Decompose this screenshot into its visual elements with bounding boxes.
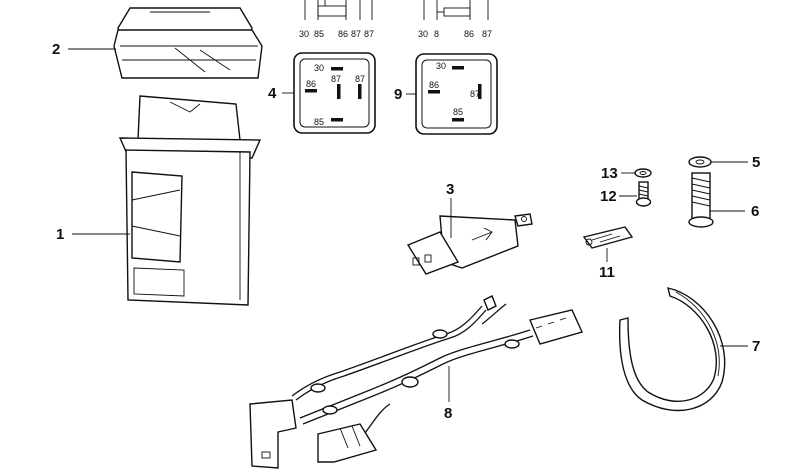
- callout-3: 3: [446, 181, 454, 198]
- svg-text:85: 85: [314, 117, 324, 127]
- part-screw-12: [635, 181, 652, 207]
- callout-11: 11: [599, 264, 615, 281]
- part-clamp-band: [618, 287, 726, 412]
- svg-text:86: 86: [306, 79, 316, 89]
- svg-text:87: 87: [364, 29, 374, 39]
- part-fuse-holder: [406, 213, 533, 275]
- svg-text:86: 86: [464, 29, 474, 39]
- svg-text:87: 87: [482, 29, 492, 39]
- svg-text:87: 87: [331, 74, 341, 84]
- part-washer-5: [688, 156, 712, 168]
- callout-13: 13: [601, 165, 618, 182]
- part-cover: [113, 7, 263, 79]
- svg-text:30: 30: [299, 29, 309, 39]
- callout-8: 8: [444, 405, 452, 422]
- callout-4: 4: [268, 85, 277, 102]
- callout-1: 1: [56, 226, 64, 243]
- svg-text:30: 30: [436, 61, 446, 71]
- callout-7: 7: [752, 338, 760, 355]
- svg-text:87: 87: [351, 29, 361, 39]
- part-rocker-switch: [118, 95, 262, 306]
- relay-9: 30 86 87 85: [415, 53, 498, 135]
- relay-pins-left: 30 85 86 87 87: [299, 29, 374, 39]
- relay-schematic-left: [304, 0, 373, 20]
- callout-6: 6: [751, 203, 759, 220]
- part-washer-13: [634, 168, 652, 178]
- callout-9: 9: [394, 86, 402, 103]
- svg-text:86: 86: [429, 80, 439, 90]
- svg-text:85: 85: [453, 107, 463, 117]
- svg-text:87: 87: [470, 89, 480, 99]
- svg-text:85: 85: [314, 29, 324, 39]
- part-bolt-6: [688, 172, 714, 228]
- part-connector-small: [582, 226, 634, 249]
- part-wiring-harness: [249, 295, 583, 469]
- svg-text:8: 8: [434, 29, 439, 39]
- svg-text:30: 30: [418, 29, 428, 39]
- callout-2: 2: [52, 41, 60, 58]
- relay-pins-right: 30 8 86 87: [418, 29, 492, 39]
- relay-4: 30 86 87 87 85: [293, 52, 376, 134]
- svg-text:86: 86: [338, 29, 348, 39]
- callout-12: 12: [600, 188, 617, 205]
- svg-text:30: 30: [314, 63, 324, 73]
- callout-5: 5: [752, 154, 760, 171]
- svg-text:87: 87: [355, 74, 365, 84]
- relay-schematic-right: [423, 0, 489, 20]
